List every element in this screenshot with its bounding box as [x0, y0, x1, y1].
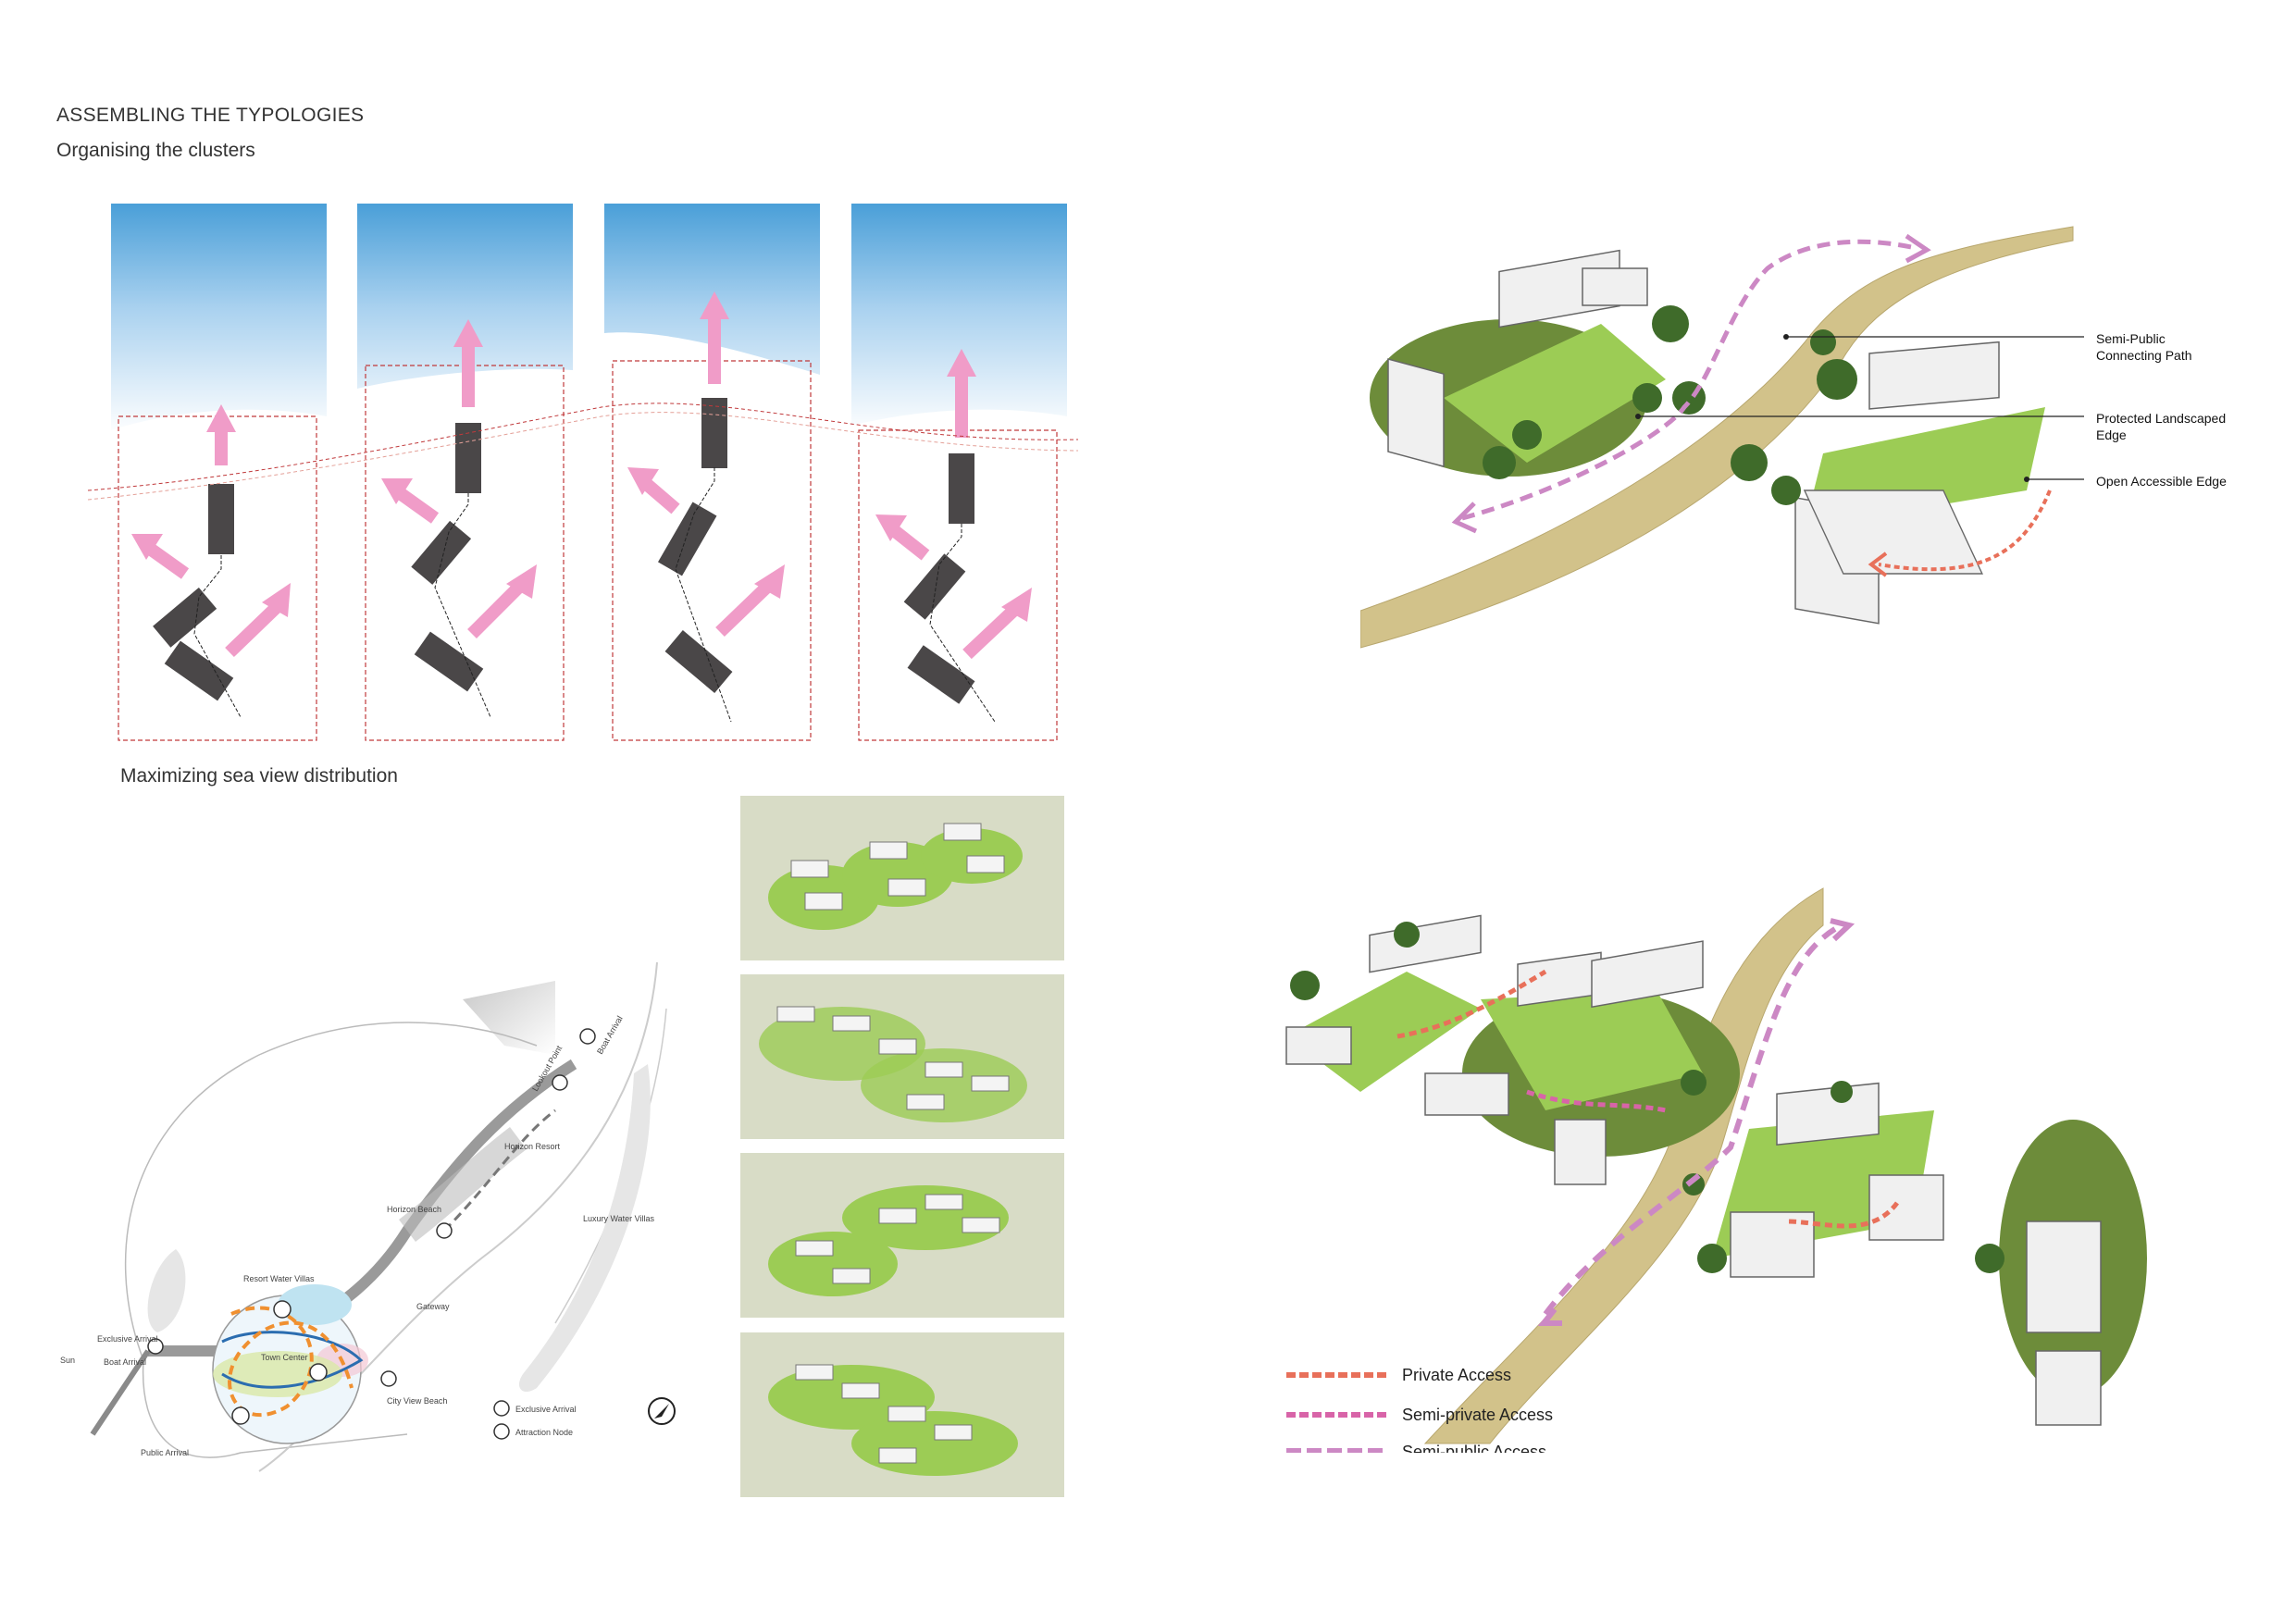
map-label-town-center: Town Center: [261, 1353, 308, 1362]
map-label-luxury-villas: Luxury Water Villas: [583, 1214, 655, 1223]
map-label-gateway: Gateway: [416, 1302, 450, 1311]
seaview-panel-4: [851, 204, 1067, 741]
callout-protected-line1: Protected Landscaped: [2096, 411, 2226, 426]
callout-semi-public-line1: Semi-Public: [2096, 331, 2166, 346]
page-subtitle: Organising the clusters: [56, 140, 255, 161]
seaview-diagram: [87, 204, 1079, 741]
seaview-panel-3: [604, 204, 820, 741]
access-isometric-diagram: Private Access Semi-private Access Semi-…: [1285, 887, 2147, 1453]
cluster-thumb-3: [740, 1153, 1064, 1318]
cluster-thumbnails: [740, 796, 1064, 1497]
map-label-boat-arrival: Boat Arrival: [104, 1357, 146, 1367]
map-label-public-arrival: Public Arrival: [141, 1448, 189, 1457]
legend-semi-private: Semi-private Access: [1402, 1406, 1553, 1424]
map-label-horizon-resort: Horizon Resort: [504, 1142, 561, 1151]
map-label-boat-arrival-top: Boat Arrival: [595, 1014, 625, 1056]
callout-open-edge: Open Accessible Edge: [2096, 474, 2227, 489]
cluster-isometric-diagram: Semi-Public Connecting Path Protected La…: [1360, 226, 2227, 649]
map-label-resort-villas: Resort Water Villas: [243, 1274, 315, 1283]
legend-private: Private Access: [1402, 1366, 1511, 1384]
cluster-thumb-1: [740, 796, 1064, 960]
map-label-horizon-beach: Horizon Beach: [387, 1205, 441, 1214]
callout-protected-line2: Edge: [2096, 427, 2127, 442]
cluster-thumb-2: [740, 974, 1064, 1139]
map-label-exclusive-arrival: Exclusive Arrival: [97, 1334, 158, 1344]
seaview-caption: Maximizing sea view distribution: [120, 765, 398, 787]
seaview-panel-1: [111, 204, 327, 741]
cluster-thumb-4: [740, 1332, 1064, 1497]
access-legend: Private Access Semi-private Access Semi-…: [1286, 1366, 1553, 1453]
map-key-attraction-node: Attraction Node: [515, 1428, 573, 1437]
page-title: ASSEMBLING THE TYPOLOGIES: [56, 105, 365, 126]
map-label-sun: Sun: [60, 1356, 75, 1365]
callout-semi-public-line2: Connecting Path: [2096, 348, 2192, 363]
seaview-panel-2: [357, 204, 573, 741]
site-map: Sun Lookout Point Boat Arrival Horizon R…: [60, 961, 676, 1472]
map-label-city-view-beach: City View Beach: [387, 1396, 447, 1406]
map-key-exclusive-arrival: Exclusive Arrival: [515, 1405, 577, 1414]
legend-semi-public: Semi-public Access: [1402, 1443, 1546, 1453]
north-arrow-icon: [648, 1397, 676, 1425]
